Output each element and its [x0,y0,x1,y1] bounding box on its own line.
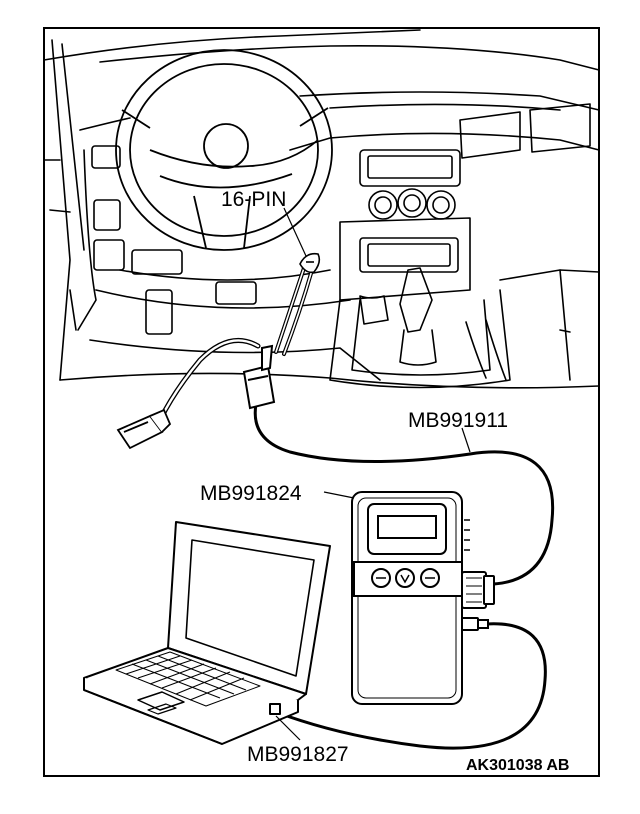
label-mb991911: MB991911 [408,409,508,432]
label-mb991824: MB991824 [200,482,302,505]
y-adapter-junction [242,344,276,410]
steering-wheel [115,49,333,251]
vehicle-interior [43,29,600,389]
leader-lines [275,207,471,741]
laptop [83,521,331,745]
figure-reference-code: AK301038 AB [466,757,569,774]
label-mb991827: MB991827 [247,743,349,766]
figure-frame [43,27,600,777]
cables [157,266,555,750]
sixteen-pin-connector [299,252,321,274]
vci-unit [351,491,495,705]
label-16-pin: 16-PIN [221,188,286,211]
spare-connector [116,408,172,450]
